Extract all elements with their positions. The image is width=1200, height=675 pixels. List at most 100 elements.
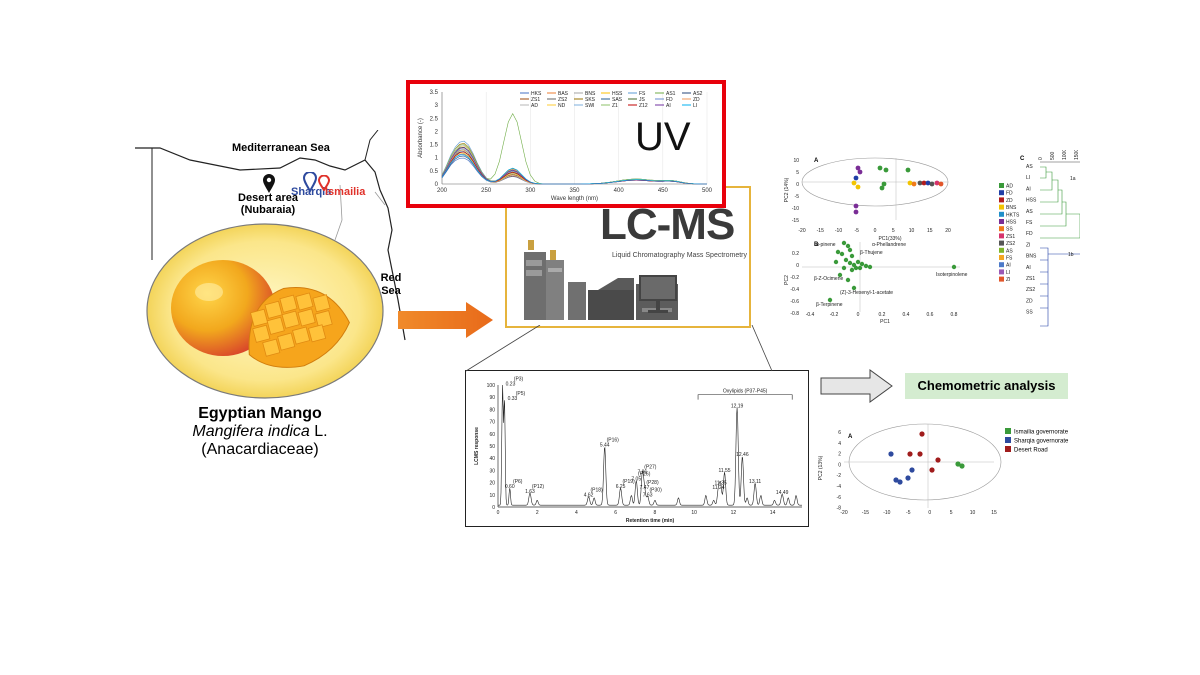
- chrom-ytick: 40: [489, 456, 495, 462]
- chrom-peak-tag: (P27): [644, 464, 657, 470]
- pca-b-point: [835, 249, 841, 255]
- pca-legend-label: FS: [1006, 256, 1013, 262]
- pca-bot-point: [893, 477, 899, 483]
- pca-bot-point: [897, 479, 903, 485]
- uv-legend-label: AS2: [693, 91, 703, 97]
- chrom-ytick: 90: [489, 395, 495, 401]
- pca-legend-swatch: [999, 262, 1004, 268]
- pca-b-point: [841, 240, 847, 246]
- chrom-ytick: 70: [489, 420, 495, 426]
- pca-legend-swatch: [999, 255, 1004, 260]
- pca-c-cluster-b-label: 1b: [1068, 252, 1074, 258]
- pca-a-xtick: 20: [945, 228, 951, 234]
- chrom-trace: [498, 384, 802, 506]
- pca-a-point: [879, 185, 885, 191]
- pca-bot-ytick: 2: [838, 452, 841, 458]
- chrom-xtick: 14: [770, 510, 776, 516]
- chrom-peak-rt: 12.19: [731, 403, 744, 409]
- lcms-instrument-icon: [524, 240, 678, 320]
- pca-a-point: [883, 167, 889, 173]
- pca-bot-point: [929, 467, 935, 473]
- pca-b-loading-label: α-Phellandrene: [872, 242, 906, 248]
- pca-b-point: [857, 265, 863, 271]
- pca-bot-xtick: 15: [991, 510, 997, 516]
- chrom-peak-rt: 14.49: [776, 490, 789, 496]
- uv-xtick: 200: [437, 188, 448, 194]
- orange-arrow-icon: [398, 302, 493, 338]
- pca-a-point: [925, 180, 931, 186]
- caption-authority: L.: [314, 423, 328, 440]
- pca-b-ylabel: PC2: [784, 275, 790, 285]
- pca-bot-point: [959, 463, 965, 469]
- pca-legend-label: SS: [1006, 227, 1013, 233]
- uv-xtick: 300: [525, 188, 536, 194]
- chrom-peak-rt: 5.44: [600, 442, 610, 448]
- pca-bot-xtick: -5: [906, 510, 911, 516]
- pca-a-xtick: -15: [817, 228, 824, 234]
- caption-species: Mangifera indica: [192, 423, 310, 440]
- pca-c-leaf-label: LI: [1026, 175, 1030, 181]
- pca-a-point: [905, 167, 911, 173]
- pca-b-xtick: 0: [857, 312, 860, 318]
- pca-b-point: [851, 285, 857, 291]
- pca-bot-xtick: -10: [883, 510, 890, 516]
- pca-legend-swatch: [999, 204, 1004, 210]
- pca-b-point: [847, 247, 853, 253]
- pca-b-point: [827, 297, 833, 303]
- chrom-peak-rt: 4.62: [584, 492, 594, 498]
- mediterranean-sea-label: Mediterranean Sea: [232, 142, 330, 154]
- chrom-peak-rt: 12.46: [736, 452, 749, 458]
- pca-bot-point: [888, 451, 894, 457]
- uv-ylabel: Absorbance (-): [418, 118, 424, 158]
- pca-a-ylabel: PC2 (14%): [784, 177, 790, 202]
- pca-bot-ytick: -6: [837, 495, 842, 501]
- uv-legend-label: HKS: [531, 91, 542, 97]
- red-sea-label: Red Sea: [380, 272, 402, 297]
- pca-a-xtick: -5: [855, 228, 860, 234]
- pca-a-point: [881, 181, 887, 187]
- pca-c-leaf-label: ZS1: [1026, 276, 1035, 282]
- pca-c-tick: 1500: [1074, 150, 1080, 160]
- pca-c-leaf-label: BNS: [1026, 254, 1037, 260]
- pca-a-ytick: -15: [792, 218, 799, 224]
- pca-c-leaf-label: FS: [1026, 220, 1033, 226]
- pca-legend-label: BNS: [1006, 205, 1017, 211]
- chrom-peak-tag: (P28): [646, 480, 659, 486]
- pca-a-xlabel: PC1(33%): [878, 236, 901, 242]
- pca-bot-point: [917, 451, 923, 457]
- chrom-xtick: 8: [654, 510, 657, 516]
- pca-a-ytick: 5: [796, 170, 799, 176]
- chrom-group-bracket: [697, 394, 793, 400]
- uv-legend-label: AS1: [666, 91, 676, 97]
- pca-b-point: [841, 265, 847, 271]
- pca-b-xtick: 0.2: [879, 312, 886, 318]
- pca-b-point: [837, 272, 843, 278]
- chrom-peak-rt: 6.25: [616, 484, 626, 490]
- pca-a-point: [929, 181, 935, 187]
- pca-bot-point: [955, 461, 961, 467]
- pca-c-leaf-label: AI: [1026, 265, 1031, 271]
- pca-c-leaf-label: ZI: [1026, 242, 1030, 248]
- pca-b-xlabel: PC1: [880, 319, 890, 325]
- pca-panel-c-label: C: [1020, 156, 1025, 162]
- pca-legend-swatch: [999, 276, 1004, 282]
- pca-bot-ytick: -8: [837, 506, 842, 512]
- pca-legend-swatch: [999, 233, 1004, 239]
- pca-legend-label: ZD: [1006, 198, 1013, 204]
- pca-legend-swatch: [999, 211, 1004, 217]
- pca-a-point: [853, 203, 859, 209]
- pca-bot-ytick: 0: [838, 462, 841, 468]
- chrom-xtick: 4: [575, 510, 578, 516]
- pca-legend-label: ZI: [1006, 277, 1010, 283]
- pca-bot-point: [907, 451, 913, 457]
- uv-ytick: 2.5: [430, 116, 439, 122]
- pca-a-point: [907, 180, 913, 186]
- chrom-peak-rt: 0.23: [506, 381, 516, 387]
- uv-legend-label: SWI: [585, 103, 594, 109]
- uv-legend-label: AD: [531, 103, 538, 109]
- chrom-xtick: 12: [731, 510, 737, 516]
- pca-b-point: [853, 265, 859, 271]
- uv-legend-label: SKS: [585, 97, 596, 103]
